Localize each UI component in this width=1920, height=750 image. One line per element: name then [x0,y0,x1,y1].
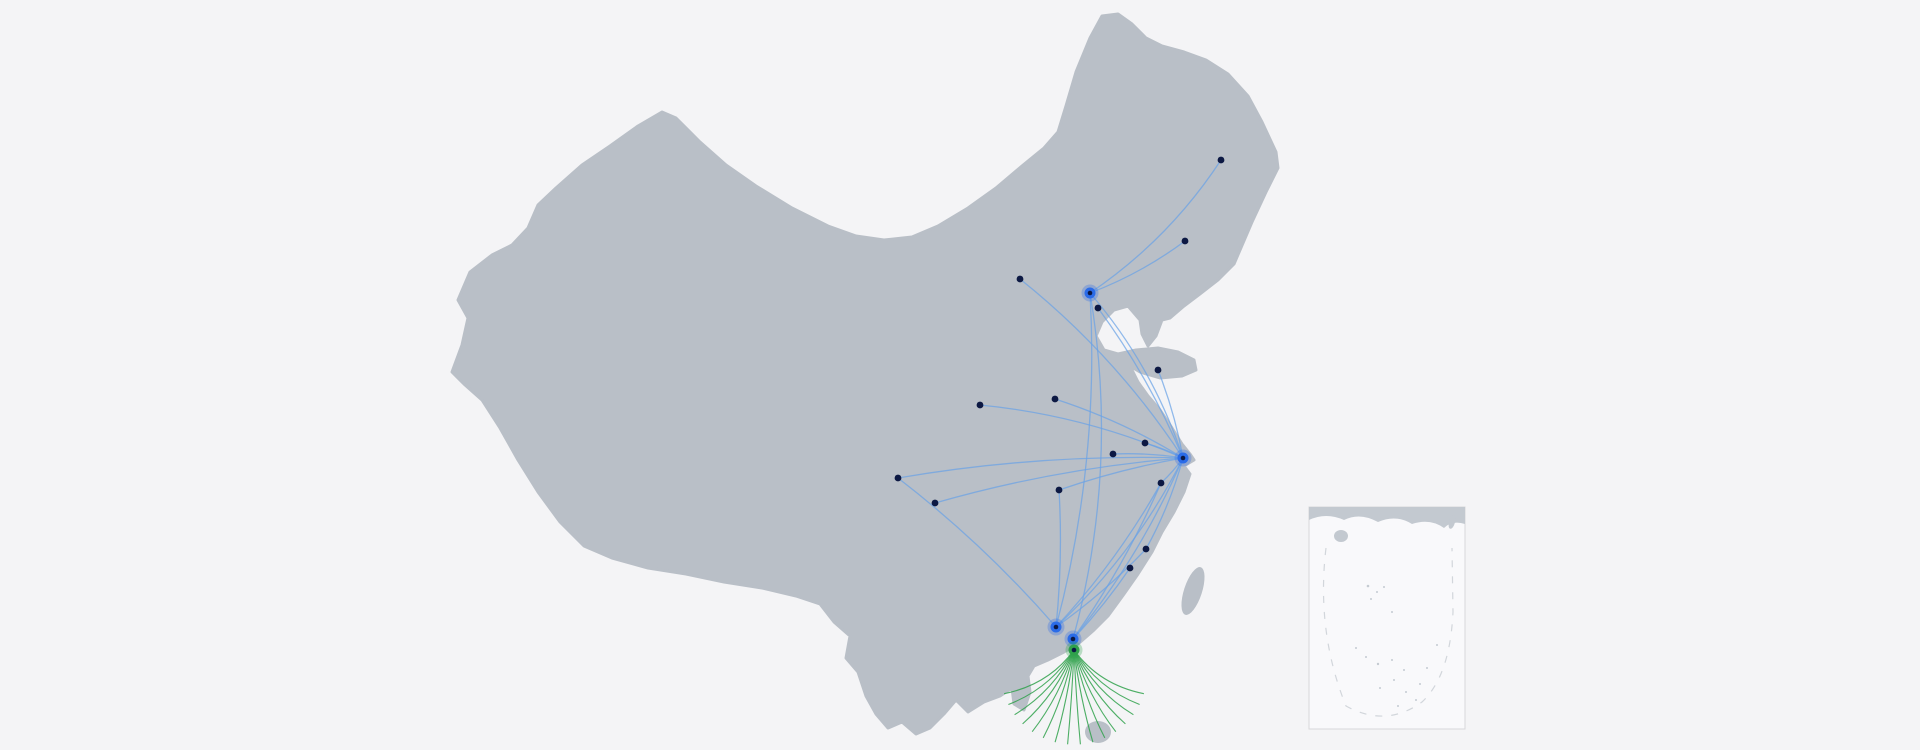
route-line [1058,457,1184,491]
taiwan-island-shape [1181,567,1205,615]
route-line [1019,278,1184,459]
inset-islands-layer [1355,584,1438,707]
route-line [934,457,1184,504]
inset-island-dot [1393,679,1395,681]
inset-island-dot [1419,683,1421,685]
inset-island-dot [1391,659,1393,661]
route-line [1055,292,1093,628]
inset-taiwan-shape [1448,515,1456,529]
hub-markers-layer [1047,284,1192,659]
route-line [1072,457,1184,640]
city-dot-dot-11[interactable] [894,474,902,482]
green-fan-line [1042,649,1075,739]
inset-dashed-boundary [1322,547,1454,717]
city-dot-dot-12[interactable] [931,499,939,507]
inset-island-dot [1376,662,1380,666]
city-dot-dot-2[interactable] [1181,237,1189,245]
inset-island-dot [1366,584,1370,588]
inset-hainan-shape [1334,530,1348,542]
route-line [1072,567,1131,640]
city-dot-dot-8[interactable] [1141,439,1149,447]
city-dot-dot-13[interactable] [1055,486,1063,494]
hub-green-core [1071,647,1077,653]
route-line [897,456,1184,479]
green-fan-line [1073,649,1094,743]
inset-island-dot [1415,699,1417,701]
hub-south-1-core [1053,624,1059,630]
route-line [1054,398,1184,459]
inset-island-dot [1370,598,1372,600]
inset-island-dot [1379,687,1381,689]
green-fan-line [1073,649,1134,716]
green-fan-line [1073,649,1140,706]
city-dot-dot-7[interactable] [976,401,984,409]
green-fan-line [1022,649,1075,725]
south-china-sea-inset [1308,506,1466,730]
green-fan-line [1073,649,1081,745]
route-line [897,477,1057,628]
inset-island-dot [1426,667,1428,669]
inset-island-dot [1383,586,1385,588]
route-line [1055,489,1062,628]
green-fan-line [1014,649,1075,716]
green-fan-line [1008,649,1075,706]
route-line [1145,457,1184,550]
hub-south-2-core [1070,636,1076,642]
city-dot-dot-5[interactable] [1154,366,1162,374]
routes-layer [897,159,1222,640]
green-fan-line [1054,649,1075,743]
route-line [1055,548,1147,628]
green-fan-line [1073,649,1106,739]
inset-island-dot [1403,669,1405,671]
inset-island-dot [1397,705,1399,707]
inset-island-dot [1405,691,1407,693]
city-dot-dot-6[interactable] [1051,395,1059,403]
route-line [1157,369,1184,459]
route-line [1112,453,1184,459]
route-line [1097,307,1184,459]
city-dot-dot-1[interactable] [1217,156,1225,164]
green-fan-line [1067,649,1075,745]
hub-north-core [1087,290,1093,296]
inset-island-dot [1365,656,1367,658]
green-fan-layer [1003,649,1145,745]
green-fan-line [1073,649,1117,733]
china-mainland-shape [450,12,1280,736]
city-dot-dot-3[interactable] [1016,275,1024,283]
city-dot-dot-14[interactable] [1142,545,1150,553]
green-fan-line [1073,649,1145,695]
route-line [1089,292,1184,459]
inset-coastline-shape [1309,507,1465,528]
route-line [1055,482,1162,628]
route-line [1055,457,1184,628]
route-line [1089,159,1222,294]
city-dot-dot-15[interactable] [1126,564,1134,572]
route-line [1072,482,1162,640]
inset-island-dot [1436,644,1438,646]
inset-island-dot [1376,591,1378,593]
route-line [1089,240,1186,294]
city-dot-dot-10[interactable] [1157,479,1165,487]
city-dot-dot-9[interactable] [1109,450,1117,458]
green-fan-line [1073,649,1126,725]
city-dot-dot-4[interactable] [1094,304,1102,312]
inset-island-dot [1355,647,1357,649]
inset-frame [1308,506,1466,730]
hub-east-core [1180,455,1186,461]
inset-island-dot [1391,611,1393,613]
green-fan-line [1003,649,1075,695]
green-fan-line [1031,649,1075,733]
city-dots-layer [894,156,1225,572]
